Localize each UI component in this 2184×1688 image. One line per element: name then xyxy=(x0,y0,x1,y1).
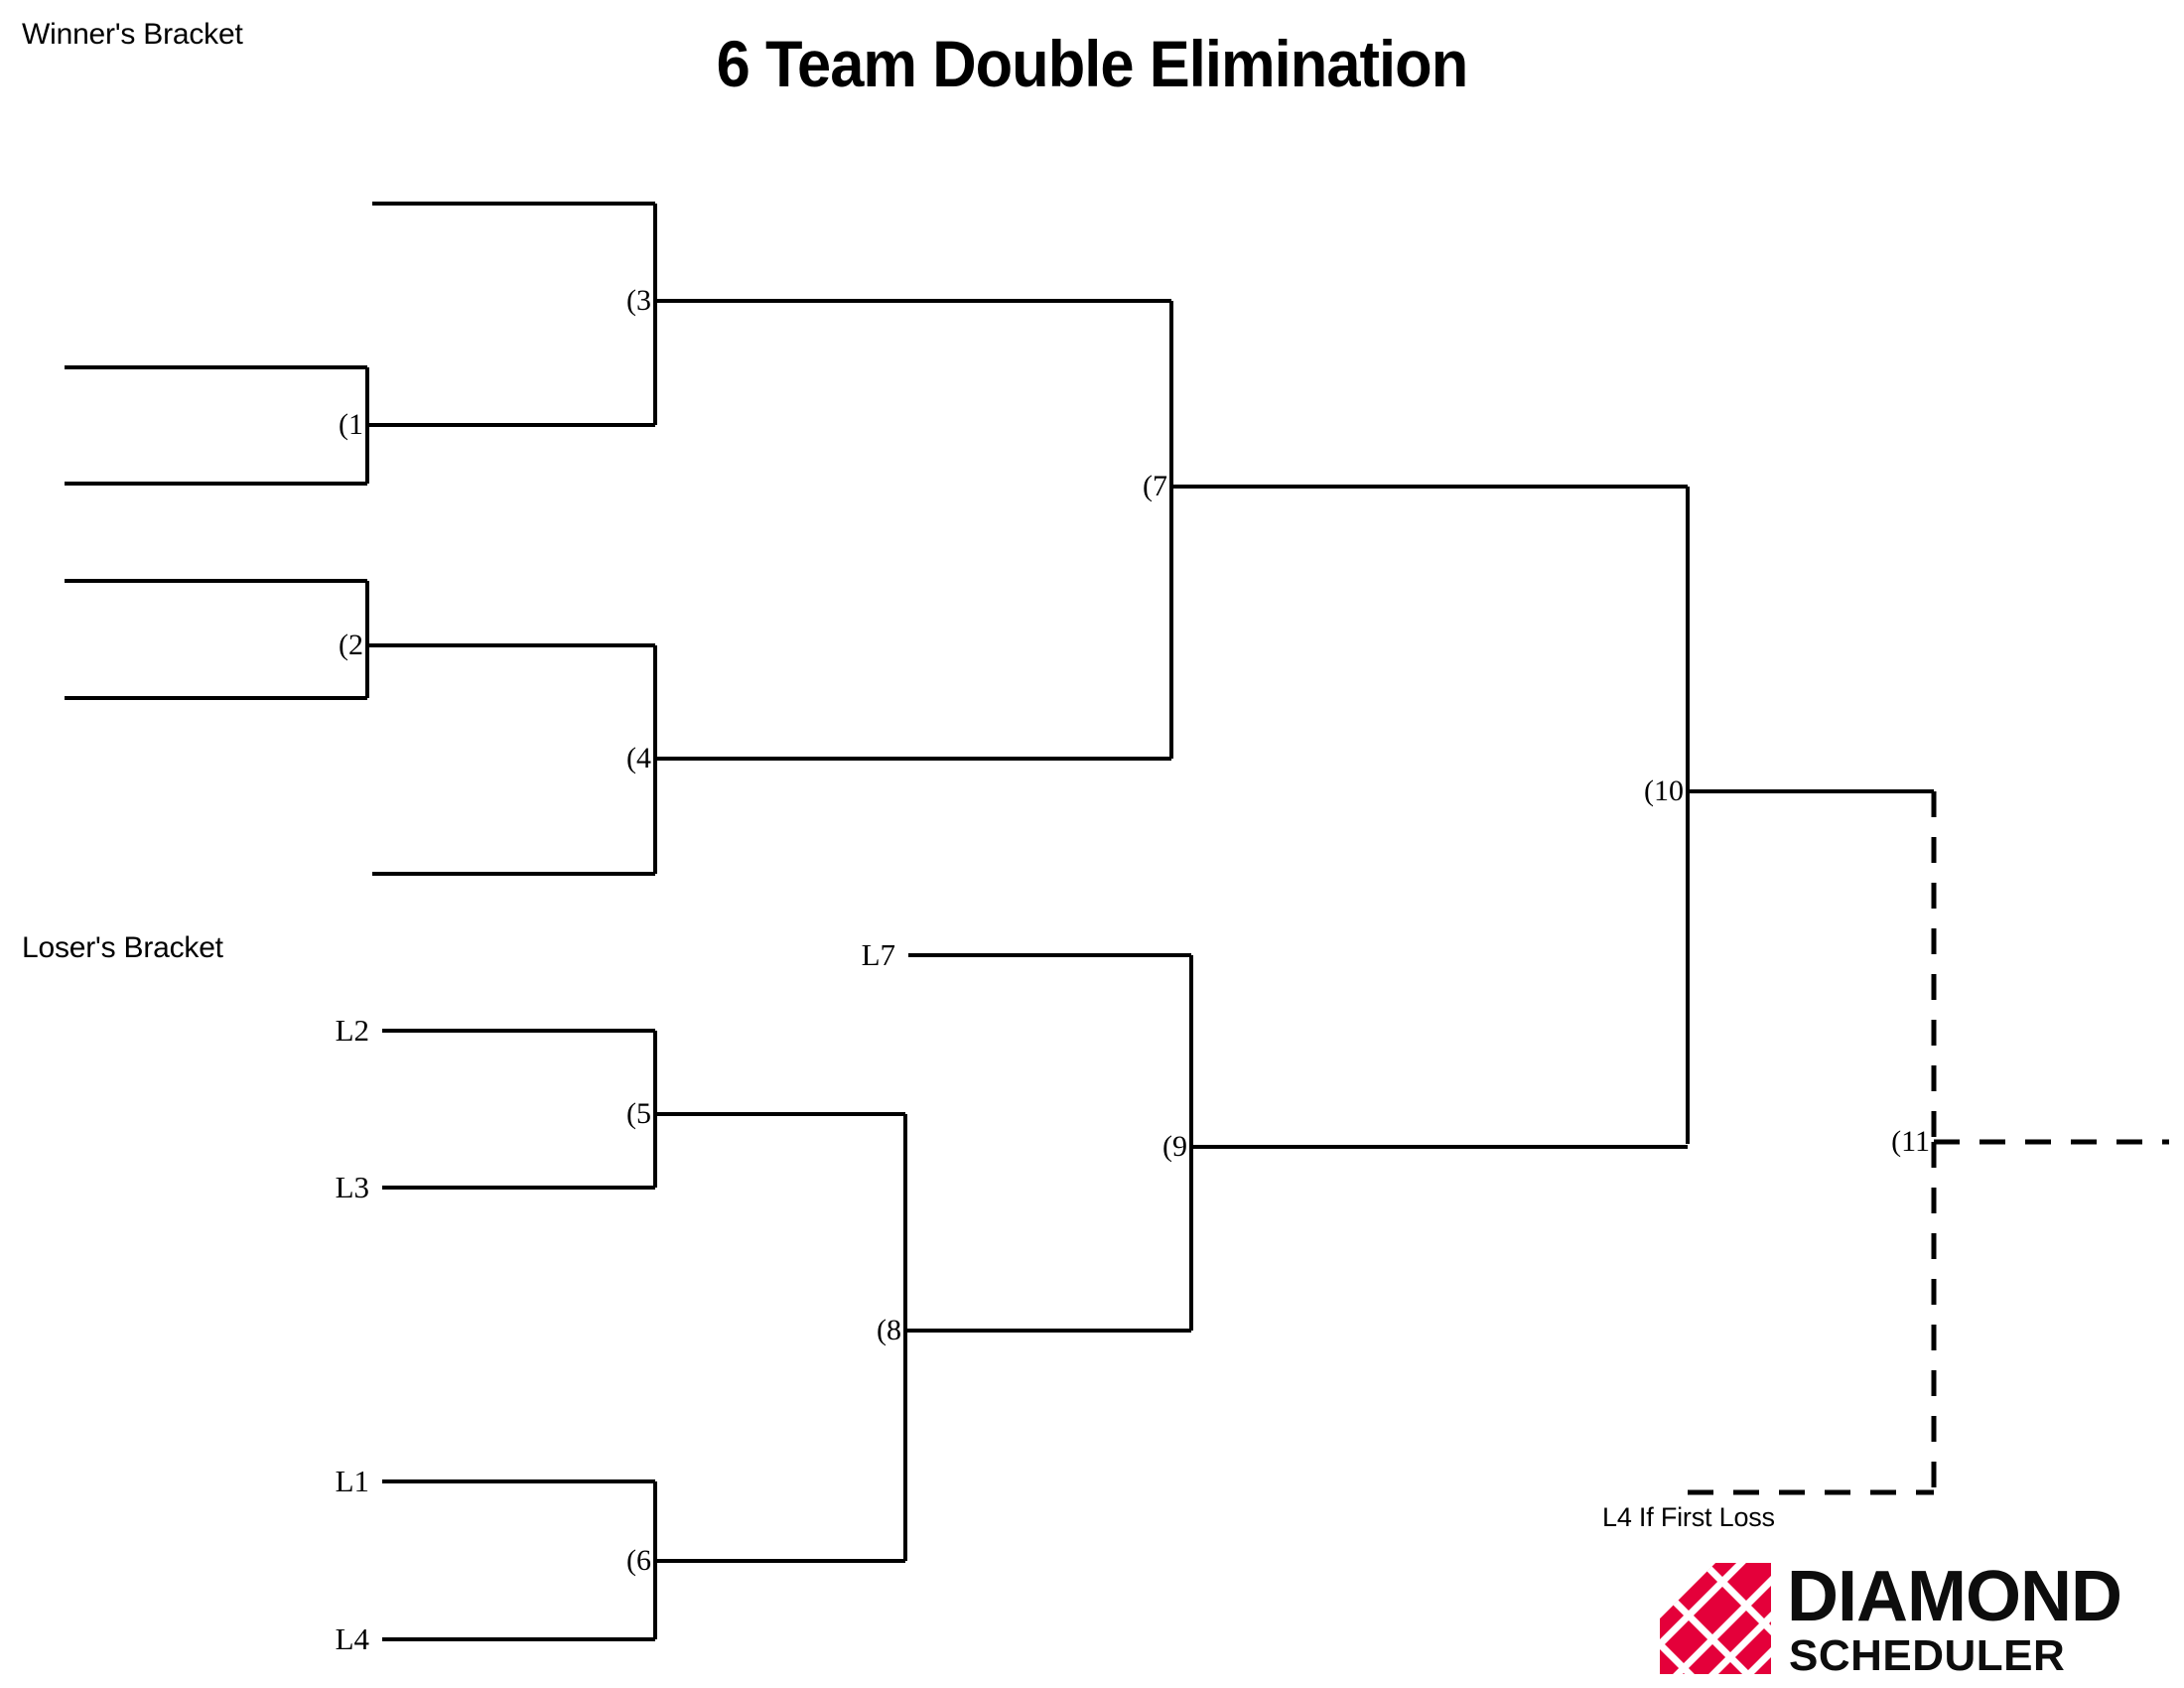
wb-game-label-10: (10 xyxy=(1644,774,1684,807)
logo-word-diamond: DIAMOND xyxy=(1787,1561,2121,1636)
winners-bracket-label: Winner's Bracket xyxy=(22,18,243,51)
diamond-scheduler-wordmark: DIAMOND SCHEDULER xyxy=(1787,1561,2122,1676)
wb-game-label-7: (7 xyxy=(1143,470,1167,502)
wb-game-label-4: (4 xyxy=(626,742,651,774)
page-title: 6 Team Double Elimination xyxy=(716,27,1469,100)
lb-seed-label-l4: L4 xyxy=(335,1621,369,1656)
lb-seed-label-l2: L2 xyxy=(335,1013,369,1048)
lb-game-label-5: (5 xyxy=(626,1097,651,1130)
lb-game-label-8: (8 xyxy=(877,1314,901,1346)
lb-seed-label-l7: L7 xyxy=(861,937,895,972)
champ-game-label-11: (11 xyxy=(1891,1125,1930,1158)
wb-game-label-2: (2 xyxy=(339,629,363,661)
lb-game-label-6: (6 xyxy=(626,1544,651,1577)
wb-game-label-1: (1 xyxy=(339,408,363,441)
logo-word-scheduler: SCHEDULER xyxy=(1789,1631,2065,1676)
diamond-lattice-icon xyxy=(1660,1563,1771,1674)
lb-game-label-9: (9 xyxy=(1162,1130,1187,1163)
lb-seed-label-l1: L1 xyxy=(335,1464,369,1498)
diamond-scheduler-logo: DIAMOND SCHEDULER xyxy=(1660,1561,2156,1676)
wb-game-label-3: (3 xyxy=(626,284,651,317)
l4-if-first-loss-note: L4 If First Loss xyxy=(1602,1502,1775,1532)
lb-seed-label-l3: L3 xyxy=(335,1170,369,1204)
losers-bracket-label: Loser's Bracket xyxy=(22,931,223,964)
